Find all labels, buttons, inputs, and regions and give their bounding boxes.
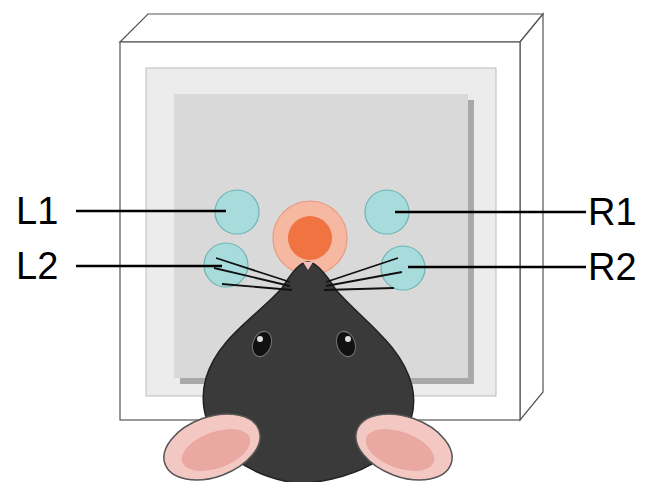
leader-line xyxy=(76,210,226,213)
eye-highlight xyxy=(257,336,263,342)
callout-label: L2 xyxy=(16,246,58,286)
callout-label: L1 xyxy=(16,191,58,231)
frame-side xyxy=(520,14,543,420)
mouse-ear xyxy=(347,402,461,482)
reward-port xyxy=(288,216,332,260)
mouse-ear-inner xyxy=(176,421,256,479)
callout-label: R1 xyxy=(588,192,637,232)
leader-line xyxy=(76,265,222,268)
mouse-ear xyxy=(155,402,269,482)
mouse-ear-inner xyxy=(360,421,440,479)
whiskers xyxy=(214,258,292,290)
leader-line xyxy=(408,266,586,269)
whiskers xyxy=(324,258,402,290)
mouse-eye xyxy=(333,329,359,360)
frame-top xyxy=(120,14,543,42)
reward-port-ring xyxy=(273,201,347,275)
callout-label: R2 xyxy=(588,247,637,287)
mouse-nose xyxy=(303,262,313,270)
leader-line xyxy=(395,211,586,214)
mouse-eye xyxy=(249,329,275,360)
eye-highlight xyxy=(345,336,351,342)
